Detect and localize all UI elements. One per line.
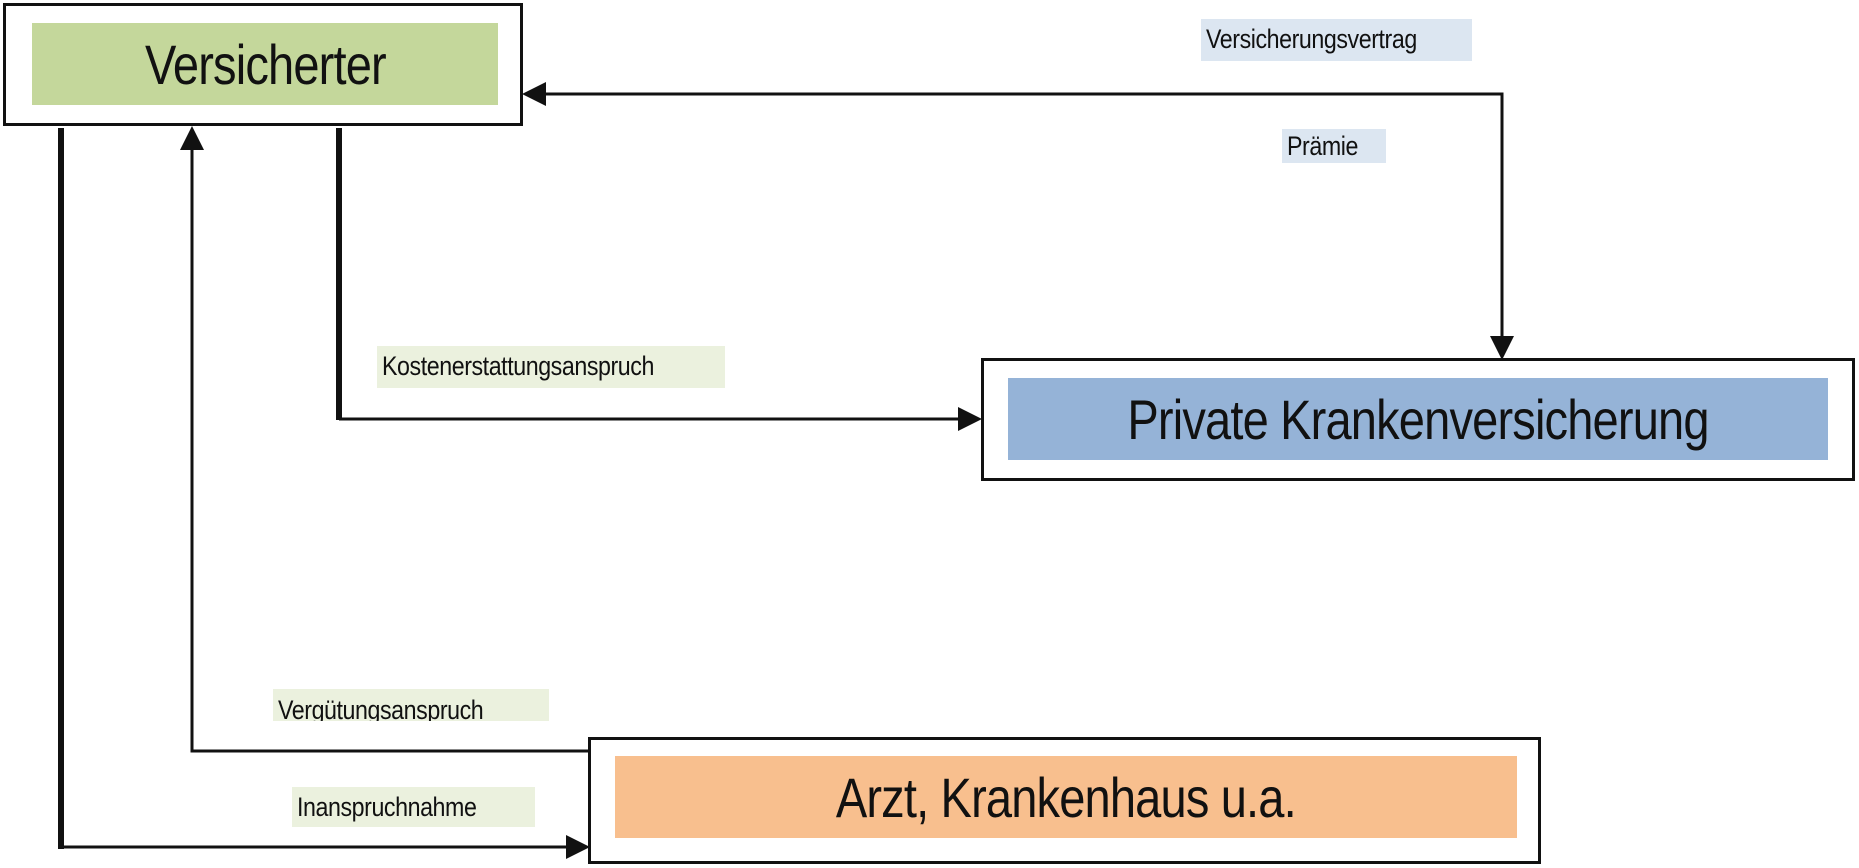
- connector-inanspruchnahme: [58, 128, 590, 859]
- arrowhead-to-arzt: [566, 835, 590, 859]
- edge-label-praemie: Prämie: [1282, 129, 1386, 163]
- node-versicherter-fill: Versicherter: [32, 23, 498, 105]
- node-pkv-label: Private Krankenversicherung: [1127, 387, 1709, 451]
- node-arzt-fill: Arzt, Krankenhaus u.a.: [615, 756, 1517, 838]
- node-versicherter-label: Versicherter: [144, 32, 387, 96]
- connector-kostenerstattungsanspruch: [336, 128, 982, 431]
- arrowhead-to-versicherter-bottom: [180, 126, 204, 150]
- arrowhead-to-pkv-left: [958, 407, 982, 431]
- connector-verguetungsanspruch: [180, 126, 589, 753]
- arrowhead-to-versicherter: [522, 82, 546, 106]
- edge-label-versicherungsvertrag: Versicherungsvertrag: [1201, 19, 1472, 61]
- node-arzt-krankenhaus: Arzt, Krankenhaus u.a.: [588, 737, 1541, 864]
- arrowhead-to-pkv: [1490, 336, 1514, 360]
- edge-label-verguetungsanspruch: Vergütungsanspruch: [273, 689, 549, 721]
- node-private-krankenversicherung: Private Krankenversicherung: [981, 358, 1855, 481]
- node-pkv-fill: Private Krankenversicherung: [1008, 378, 1828, 460]
- edge-label-kostenerstattungsanspruch: Kostenerstattungsanspruch: [377, 346, 725, 388]
- node-arzt-label: Arzt, Krankenhaus u.a.: [835, 765, 1297, 829]
- node-versicherter: Versicherter: [3, 3, 523, 126]
- edge-label-inanspruchnahme: Inanspruchnahme: [292, 787, 535, 827]
- connector-versicherungsvertrag: [522, 82, 1514, 360]
